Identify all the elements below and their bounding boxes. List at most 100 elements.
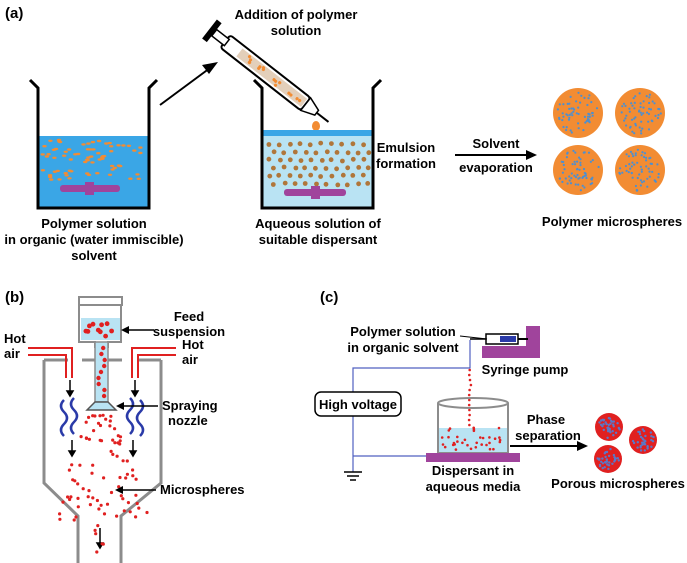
microsphere-pore xyxy=(566,182,569,185)
collected-droplet xyxy=(488,441,491,445)
spray-particle xyxy=(124,476,128,480)
spray-particle xyxy=(118,439,122,443)
spray-particle xyxy=(108,419,112,423)
hot-air-inlet-right xyxy=(131,347,176,378)
hot-air-right-line2: air xyxy=(182,352,198,367)
polymer-droplet xyxy=(116,144,121,147)
jet-droplet xyxy=(469,383,473,387)
syringe-pump-block xyxy=(526,326,540,358)
microsphere-pore xyxy=(647,112,651,116)
polymer-droplet xyxy=(121,144,126,147)
feed-particle xyxy=(99,351,104,357)
jet-droplet xyxy=(468,373,471,377)
polymer-droplet xyxy=(89,155,94,158)
microsphere-pore xyxy=(640,129,643,132)
microsphere-pore xyxy=(558,177,561,180)
spray-particle xyxy=(125,472,129,476)
microsphere-pore xyxy=(639,165,643,168)
microsphere-pore xyxy=(650,435,653,438)
microsphere-pore xyxy=(622,102,626,105)
spray-particle xyxy=(95,550,99,554)
microsphere-pore xyxy=(577,127,580,130)
microsphere-pore xyxy=(639,179,643,182)
emulsion-droplet xyxy=(287,157,293,163)
microsphere-pore xyxy=(633,117,636,120)
collected-droplet xyxy=(452,441,456,445)
microsphere-pore xyxy=(633,132,636,135)
spray-particle xyxy=(109,449,113,453)
microsphere-pore xyxy=(608,427,611,431)
beaker1-caption-line1: Polymer solution xyxy=(41,216,147,231)
polymer-droplet xyxy=(84,158,90,161)
polymer-droplet xyxy=(109,145,114,148)
jet-droplet xyxy=(468,378,472,382)
spray-particle xyxy=(86,495,90,499)
microsphere-pore xyxy=(583,96,586,99)
microsphere-pore xyxy=(575,112,578,115)
microsphere-pore xyxy=(657,176,660,179)
collected-droplet xyxy=(479,436,482,439)
collected-droplet xyxy=(488,436,491,439)
microsphere-pore xyxy=(611,462,614,465)
spray-particle xyxy=(98,438,102,442)
microsphere-pore xyxy=(573,108,576,111)
microsphere-pore xyxy=(630,172,633,175)
microsphere-pore xyxy=(589,183,592,186)
polymer-droplet xyxy=(96,139,102,143)
emulsion-droplet xyxy=(350,141,356,147)
collected-droplet xyxy=(493,437,497,441)
microsphere-pore xyxy=(581,176,584,179)
emulsion-droplet xyxy=(313,150,319,156)
spray-particle xyxy=(98,423,103,428)
polymer-droplet xyxy=(86,142,91,145)
spray-particle xyxy=(91,463,95,467)
polymer-droplet xyxy=(56,138,62,142)
microsphere-pore xyxy=(607,423,610,427)
polymer-droplet xyxy=(90,140,96,144)
spray-particle xyxy=(145,510,149,515)
falling-drop xyxy=(312,121,320,131)
spray-particle xyxy=(131,468,135,472)
microsphere-pore xyxy=(590,101,593,104)
emulsion-droplet xyxy=(267,173,273,179)
microsphere-pore xyxy=(617,459,620,462)
microsphere-pore xyxy=(653,102,656,105)
microsphere-pore xyxy=(566,102,569,105)
microsphere-pore xyxy=(648,96,651,99)
nozzle-label-line1: Spraying xyxy=(162,398,218,413)
jet-droplet xyxy=(468,398,471,402)
electrospray-setup: Polymer solution in organic solvent Syri… xyxy=(314,324,685,494)
microsphere-pore xyxy=(642,100,645,103)
airflow-arrows xyxy=(65,380,140,550)
syringe-particle xyxy=(298,98,302,103)
microsphere-pore xyxy=(631,104,634,107)
beaker2-caption-line2: suitable dispersant xyxy=(259,232,378,247)
microsphere-pore xyxy=(633,107,636,110)
microsphere-pore xyxy=(578,168,581,171)
collected-droplet xyxy=(463,438,467,442)
microsphere-pore xyxy=(633,101,636,104)
microsphere-pore xyxy=(612,420,615,423)
spray-particle xyxy=(134,515,138,519)
syringe-icon xyxy=(202,19,330,123)
microsphere-pore xyxy=(604,421,607,424)
beaker-aqueous-dispersant xyxy=(252,78,383,210)
spray-particle xyxy=(104,417,108,421)
emulsion-droplet xyxy=(308,172,314,178)
microsphere-pore xyxy=(572,149,575,152)
microsphere-pore xyxy=(610,420,614,423)
hot-air-left-line1: Hot xyxy=(4,331,26,346)
microsphere-pore xyxy=(651,440,655,443)
polymer-microsphere xyxy=(553,145,603,195)
microsphere-pore xyxy=(562,115,565,118)
microsphere-pore xyxy=(612,423,615,426)
microsphere-pore xyxy=(577,122,580,125)
spray-particle xyxy=(99,503,103,507)
microsphere-pore xyxy=(636,441,639,444)
microsphere-pore xyxy=(633,163,636,166)
microsphere-pore xyxy=(645,159,648,162)
emulsion-droplet xyxy=(365,181,371,186)
microsphere-pore xyxy=(598,421,601,424)
collector-plate xyxy=(426,453,520,462)
emulsion-droplet xyxy=(344,182,350,188)
